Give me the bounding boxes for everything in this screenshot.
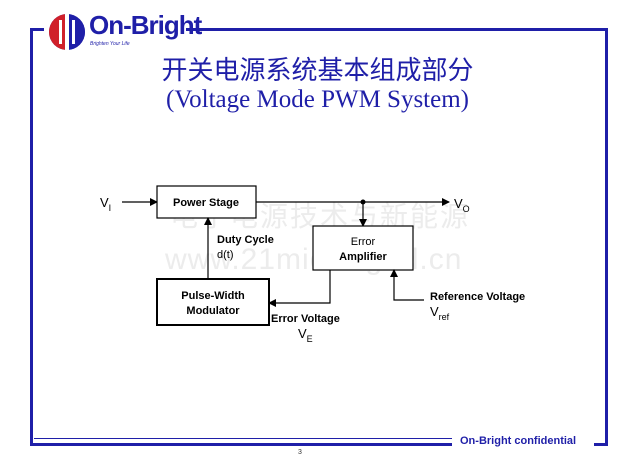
error-amplifier-label-line1: Error — [351, 236, 376, 248]
frame-left-border — [30, 28, 33, 446]
reference-label: Reference Voltage — [430, 291, 525, 303]
pwm-block — [156, 278, 270, 326]
pwm-label-line2: Modulator — [186, 305, 240, 317]
frame-right-border — [605, 28, 608, 444]
error-amplifier-label-line2: Amplifier — [339, 251, 387, 263]
frame-top-border-left — [30, 28, 44, 31]
slide-title-english: (Voltage Mode PWM System) — [166, 86, 469, 113]
duty-cycle-label: Duty Cycle — [217, 234, 274, 246]
pwm-label-line1: Pulse-Width — [181, 290, 245, 302]
page-number: 3 — [298, 449, 302, 456]
power-stage-label: Power Stage — [173, 197, 239, 209]
frame-top-border-right — [186, 28, 608, 31]
error-voltage-symbol: VE — [298, 326, 313, 344]
logo-text: On-Bright — [89, 10, 202, 40]
error-voltage-arrow — [268, 270, 331, 307]
error-amplifier-block — [312, 225, 414, 271]
reference-arrow — [390, 269, 424, 301]
on-bright-logo-icon — [49, 14, 85, 50]
error-voltage-label: Error Voltage — [271, 313, 340, 325]
reference-symbol: Vref — [430, 304, 450, 322]
frame-bottom-inner-line — [34, 438, 452, 439]
frame-bottom-border — [30, 443, 452, 446]
input-label: VI — [100, 195, 111, 213]
output-label: VO — [454, 196, 470, 214]
duty-cycle-symbol: d(t) — [217, 249, 234, 261]
logo-tagline: Brighten Your Life — [90, 41, 130, 47]
frame-bottom-border-right — [594, 443, 608, 446]
confidential-label: On-Bright confidential — [460, 435, 577, 447]
slide-title-chinese: 开关电源系统基本组成部分 — [161, 56, 474, 86]
